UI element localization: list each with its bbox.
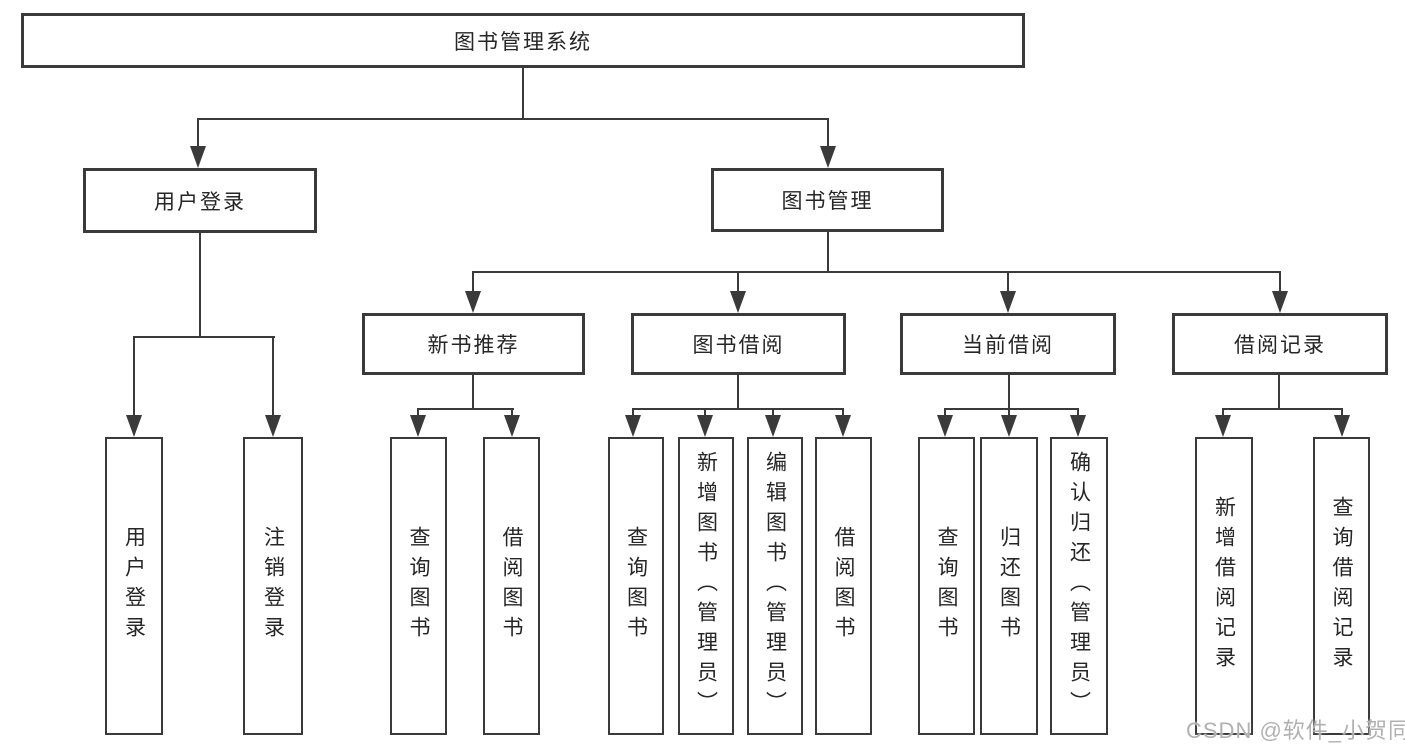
arrowhead-down-icon	[625, 415, 641, 437]
arrowhead-down-icon	[697, 415, 713, 437]
arrowhead-down-icon	[1272, 291, 1288, 313]
leaf-rec-borrow-books: 借阅图书	[483, 437, 540, 735]
arrowhead-down-icon	[1001, 415, 1017, 437]
leaf-bor-borrow-books: 借阅图书	[815, 437, 872, 735]
connector-vline	[827, 232, 829, 273]
leaf-label: 归还图书	[997, 526, 1021, 646]
leaf-bor-edit-books: 编辑图书（管理员）	[747, 437, 803, 735]
connector-vline	[197, 118, 199, 150]
connector-vline	[1007, 271, 1009, 295]
leaf-label: 查询图书	[624, 526, 648, 646]
connector-vline	[1222, 408, 1224, 418]
connector-vline	[133, 336, 135, 417]
connector-vline	[944, 408, 946, 418]
arrowhead-down-icon	[820, 146, 836, 168]
connector-vline	[842, 408, 844, 418]
connector-vline	[199, 233, 201, 337]
node-book-borrowing: 图书借阅	[631, 313, 846, 375]
connector-hline	[632, 408, 844, 410]
node-user-login: 用户登录	[83, 168, 317, 233]
connector-vline	[1279, 271, 1281, 295]
leaf-label: 用户登录	[122, 526, 146, 646]
arrowhead-down-icon	[465, 291, 481, 313]
arrowhead-down-icon	[1070, 415, 1086, 437]
leaf-rec-query-books: 查询图书	[390, 437, 447, 735]
arrowhead-down-icon	[937, 415, 953, 437]
leaf-rb-add-record: 新增借阅记录	[1195, 437, 1253, 735]
connector-vline	[1341, 408, 1343, 418]
node-current-borrowing: 当前借阅	[900, 313, 1116, 375]
arrowhead-down-icon	[1000, 291, 1016, 313]
node-book-management: 图书管理	[711, 168, 944, 232]
connector-vline	[704, 408, 706, 418]
connector-vline	[1077, 408, 1079, 418]
leaf-rb-query-record: 查询借阅记录	[1313, 437, 1370, 735]
connector-vline	[511, 408, 513, 418]
leaf-cur-confirm-return: 确认归还（管理员）	[1050, 437, 1108, 735]
connector-hline	[133, 336, 275, 338]
leaf-user-login: 用户登录	[105, 437, 163, 735]
connector-vline	[737, 271, 739, 295]
leaf-cur-return-books: 归还图书	[980, 437, 1038, 735]
connector-vline	[1008, 408, 1010, 418]
leaf-bor-query-books: 查询图书	[608, 437, 664, 735]
arrowhead-down-icon	[765, 415, 781, 437]
connector-hline	[944, 408, 1079, 410]
node-new-book-recommend: 新书推荐	[362, 313, 585, 375]
node-root: 图书管理系统	[21, 13, 1025, 68]
leaf-label: 查询图书	[407, 526, 430, 646]
connector-vline	[1008, 375, 1010, 409]
arrowhead-down-icon	[265, 415, 281, 437]
arrowhead-down-icon	[1215, 415, 1231, 437]
node-borrow-records: 借阅记录	[1172, 313, 1388, 375]
connector-vline	[272, 336, 274, 417]
leaf-label: 确认归还（管理员）	[1067, 451, 1091, 721]
leaf-label: 新增借阅记录	[1212, 496, 1236, 676]
connector-vline	[632, 408, 634, 418]
leaf-label: 注销登录	[261, 526, 285, 646]
connector-vline	[522, 68, 524, 120]
connector-vline	[772, 408, 774, 418]
arrowhead-down-icon	[126, 415, 142, 437]
connector-hline	[1222, 408, 1343, 410]
arrowhead-down-icon	[190, 146, 206, 168]
connector-vline	[472, 271, 474, 295]
leaf-label: 新增图书（管理员）	[694, 451, 718, 721]
arrowhead-down-icon	[730, 291, 746, 313]
leaf-label: 借阅图书	[500, 526, 523, 646]
leaf-label: 查询图书	[935, 526, 958, 646]
leaf-bor-add-books: 新增图书（管理员）	[678, 437, 734, 735]
csdn-watermark: CSDN @软件_小贺同学	[1186, 718, 1405, 743]
arrowhead-down-icon	[504, 415, 520, 437]
connector-hline	[472, 271, 1280, 273]
leaf-label: 借阅图书	[832, 526, 855, 646]
connector-vline	[827, 118, 829, 150]
leaf-label: 编辑图书（管理员）	[763, 451, 787, 721]
arrowhead-down-icon	[410, 415, 426, 437]
connector-vline	[472, 375, 474, 409]
connector-vline	[737, 375, 739, 409]
leaf-label: 查询借阅记录	[1330, 496, 1353, 676]
connector-vline	[417, 408, 419, 418]
connector-hline	[417, 408, 514, 410]
arrowhead-down-icon	[1334, 415, 1350, 437]
connector-vline	[1278, 375, 1280, 409]
arrowhead-down-icon	[835, 415, 851, 437]
connector-hline	[197, 118, 829, 120]
leaf-cur-query-books: 查询图书	[918, 437, 975, 735]
leaf-logout: 注销登录	[243, 437, 303, 735]
